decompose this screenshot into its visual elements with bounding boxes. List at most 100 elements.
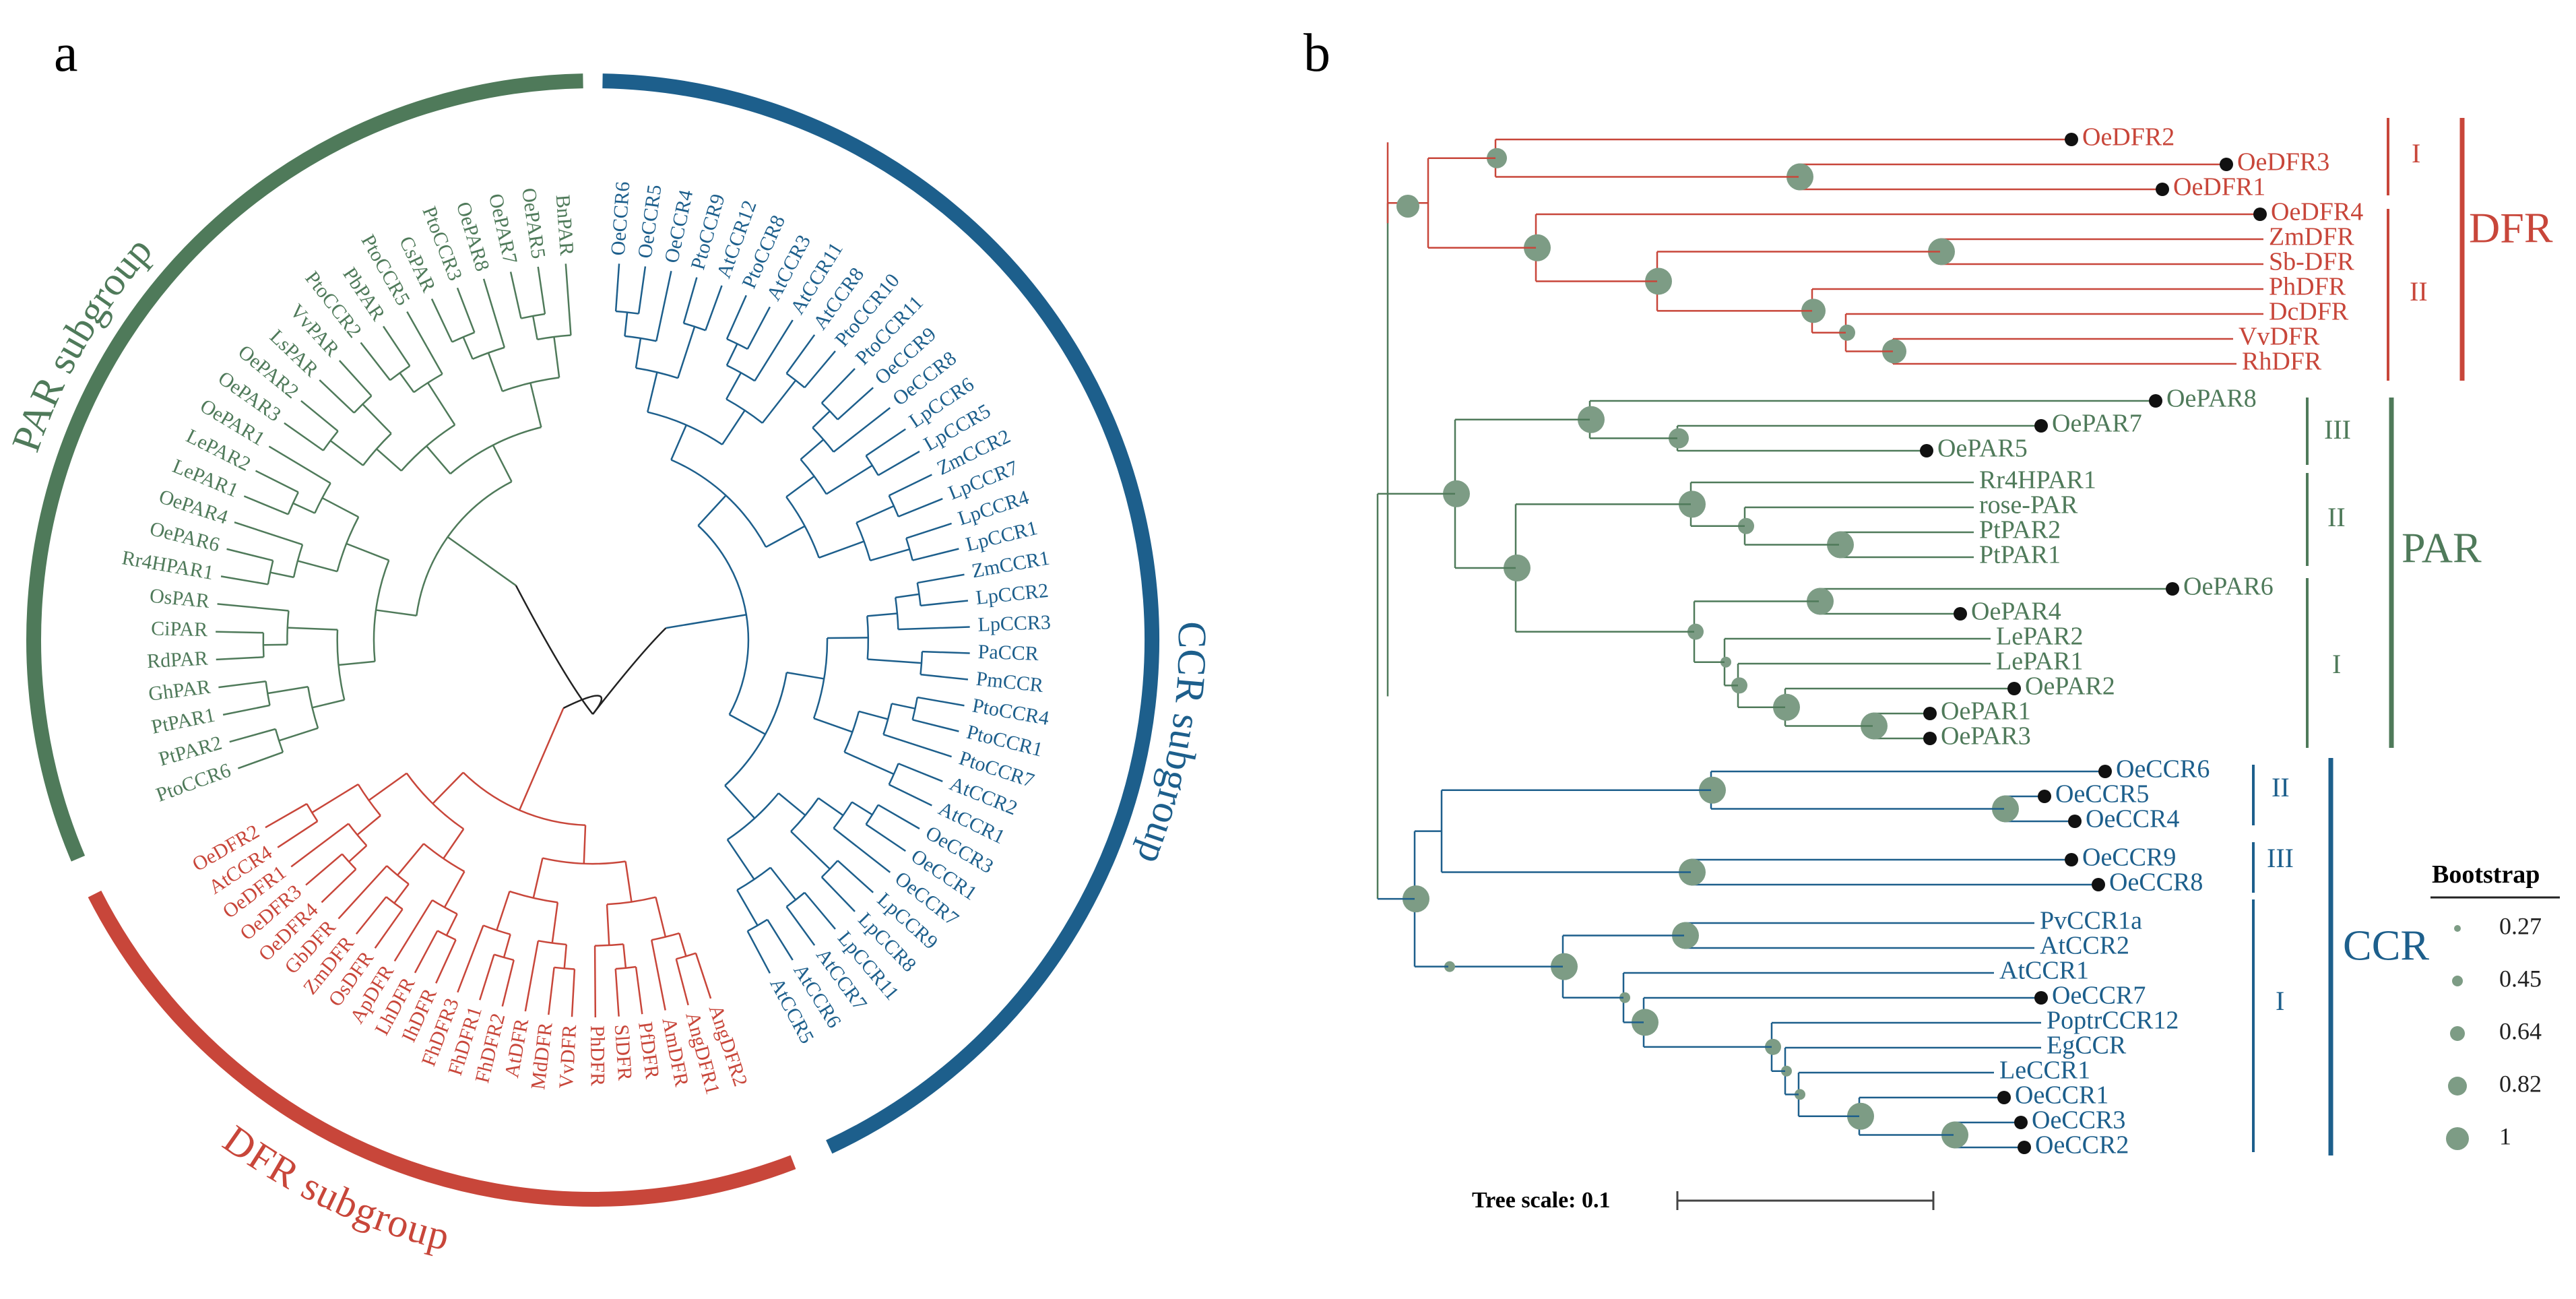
dfr-branch bbox=[606, 904, 610, 946]
dfr-branch bbox=[635, 966, 643, 1015]
ccr-node-arc bbox=[724, 672, 787, 786]
ccr-branch bbox=[917, 696, 965, 707]
ccr-branch bbox=[677, 326, 696, 379]
leaf-label: OeDFR4 bbox=[2271, 198, 2363, 226]
leaf-label: OePAR3 bbox=[1941, 722, 2031, 751]
par-branch bbox=[218, 680, 266, 689]
dfr-branch bbox=[622, 944, 627, 968]
leaf-label: Rr4HPAR1 bbox=[1979, 466, 2096, 495]
legend-title: Bootstrap bbox=[2432, 860, 2540, 889]
ccr-branch bbox=[726, 294, 747, 340]
bootstrap-circle bbox=[1786, 163, 1813, 191]
highlight-dot bbox=[2034, 991, 2048, 1005]
bootstrap-circle bbox=[1632, 1009, 1659, 1036]
dfr-node-arc bbox=[651, 932, 680, 941]
ccr-node-arc bbox=[905, 538, 913, 561]
clade-label: PAR bbox=[2402, 524, 2482, 572]
ccr-branch bbox=[785, 475, 815, 498]
bootstrap-circle bbox=[1795, 1089, 1805, 1100]
bootstrap-circle bbox=[1687, 623, 1704, 640]
ccr-subgroup-arc bbox=[602, 73, 1159, 1154]
dfr-branch bbox=[348, 845, 368, 862]
highlight-dot bbox=[2065, 853, 2078, 866]
ccr-branch bbox=[922, 650, 970, 654]
par-branch bbox=[492, 445, 513, 482]
leaf-label: LpCCR2 bbox=[975, 579, 1050, 609]
legend-value: 0.82 bbox=[2499, 1070, 2542, 1097]
dfr-branch bbox=[435, 939, 457, 984]
ccr-branch bbox=[721, 410, 746, 445]
leaf-label: OePAR8 bbox=[2166, 385, 2257, 413]
ccr-node-arc bbox=[911, 697, 919, 720]
subclade-label: II bbox=[2327, 502, 2346, 532]
leaf-label: LpCCR3 bbox=[977, 611, 1051, 636]
ccr-branch bbox=[867, 612, 898, 617]
bootstrap-circle bbox=[1781, 1065, 1792, 1077]
dfr-branch bbox=[321, 868, 357, 904]
par-branch bbox=[278, 727, 319, 742]
dfr-stem bbox=[518, 707, 565, 811]
ccr-branch bbox=[726, 839, 755, 880]
bootstrap-circle bbox=[1619, 992, 1630, 1003]
par-branch bbox=[382, 325, 411, 367]
leaf-label: ZmDFR bbox=[2269, 223, 2354, 251]
ccr-branch bbox=[812, 410, 831, 429]
subclade-label: II bbox=[2410, 276, 2428, 307]
ccr-branch bbox=[813, 717, 853, 733]
leaf-label: OeCCR7 bbox=[2052, 982, 2146, 1010]
par-branch bbox=[406, 311, 443, 375]
leaf-label: RdPAR bbox=[146, 647, 208, 672]
bootstrap-circle bbox=[1861, 712, 1888, 740]
par-branch bbox=[375, 609, 417, 617]
ccr-branch bbox=[865, 823, 906, 852]
panel-b-label: b bbox=[1303, 24, 1330, 83]
ccr-branch bbox=[878, 450, 920, 476]
dfr-branch bbox=[443, 870, 465, 908]
leaf-label: rose-PAR bbox=[1979, 491, 2078, 519]
highlight-dot bbox=[2007, 682, 2021, 695]
bootstrap-circle bbox=[1444, 961, 1455, 972]
ccr-branch bbox=[912, 719, 959, 732]
ccr-branch bbox=[767, 919, 794, 961]
ccr-branch bbox=[777, 792, 806, 817]
ccr-branch bbox=[912, 548, 959, 561]
bootstrap-circle bbox=[1679, 858, 1706, 886]
par-branch bbox=[426, 445, 451, 475]
leaf-label: PfDFR bbox=[634, 1021, 664, 1081]
legend-circle bbox=[2446, 1127, 2469, 1150]
legend-circle bbox=[2454, 925, 2461, 932]
leaf-label: OePAR6 bbox=[2183, 573, 2274, 601]
legend-value: 0.45 bbox=[2499, 965, 2542, 992]
ccr-branch bbox=[786, 671, 825, 680]
bootstrap-legend: Bootstrap 0.270.450.640.821 bbox=[2430, 860, 2560, 1150]
ccr-branch bbox=[790, 831, 831, 870]
bootstrap-circle bbox=[1882, 339, 1906, 364]
ccr-node-arc bbox=[833, 801, 853, 829]
dfr-node-arc bbox=[406, 772, 464, 830]
highlight-dot bbox=[2220, 158, 2233, 171]
leaf-label: GhPAR bbox=[148, 676, 212, 705]
par-node-arc bbox=[262, 633, 265, 658]
bootstrap-circle bbox=[1396, 195, 1419, 218]
dfr-node-arc bbox=[554, 966, 575, 970]
bootstrap-circle bbox=[1403, 885, 1429, 913]
leaf-label: PtPAR1 bbox=[150, 704, 217, 738]
ccr-branch bbox=[837, 860, 874, 893]
ccr-branch bbox=[870, 548, 910, 562]
dfr-branch bbox=[443, 828, 465, 859]
par-branch bbox=[216, 656, 264, 661]
subclade-label: III bbox=[2267, 843, 2294, 873]
leaf-label: OeCCR1 bbox=[2015, 1081, 2108, 1110]
rectangular-tree-leaf-labels: OeDFR2OeDFR3OeDFR1OeDFR4ZmDFRSb-DFRPhDFR… bbox=[1937, 123, 2363, 1160]
par-node-arc bbox=[353, 395, 373, 414]
leaf-label: OePAR2 bbox=[2025, 672, 2115, 701]
leaf-label: Sb-DFR bbox=[2269, 248, 2354, 276]
ccr-branch bbox=[746, 306, 771, 350]
leaf-label: OePAR5 bbox=[1937, 435, 2028, 463]
bootstrap-circle bbox=[1992, 795, 2019, 823]
par-branch bbox=[284, 422, 324, 451]
leaf-label: PhDFR bbox=[586, 1025, 609, 1086]
highlight-dot bbox=[2068, 815, 2082, 828]
dfr-subgroup-arc bbox=[88, 890, 796, 1207]
